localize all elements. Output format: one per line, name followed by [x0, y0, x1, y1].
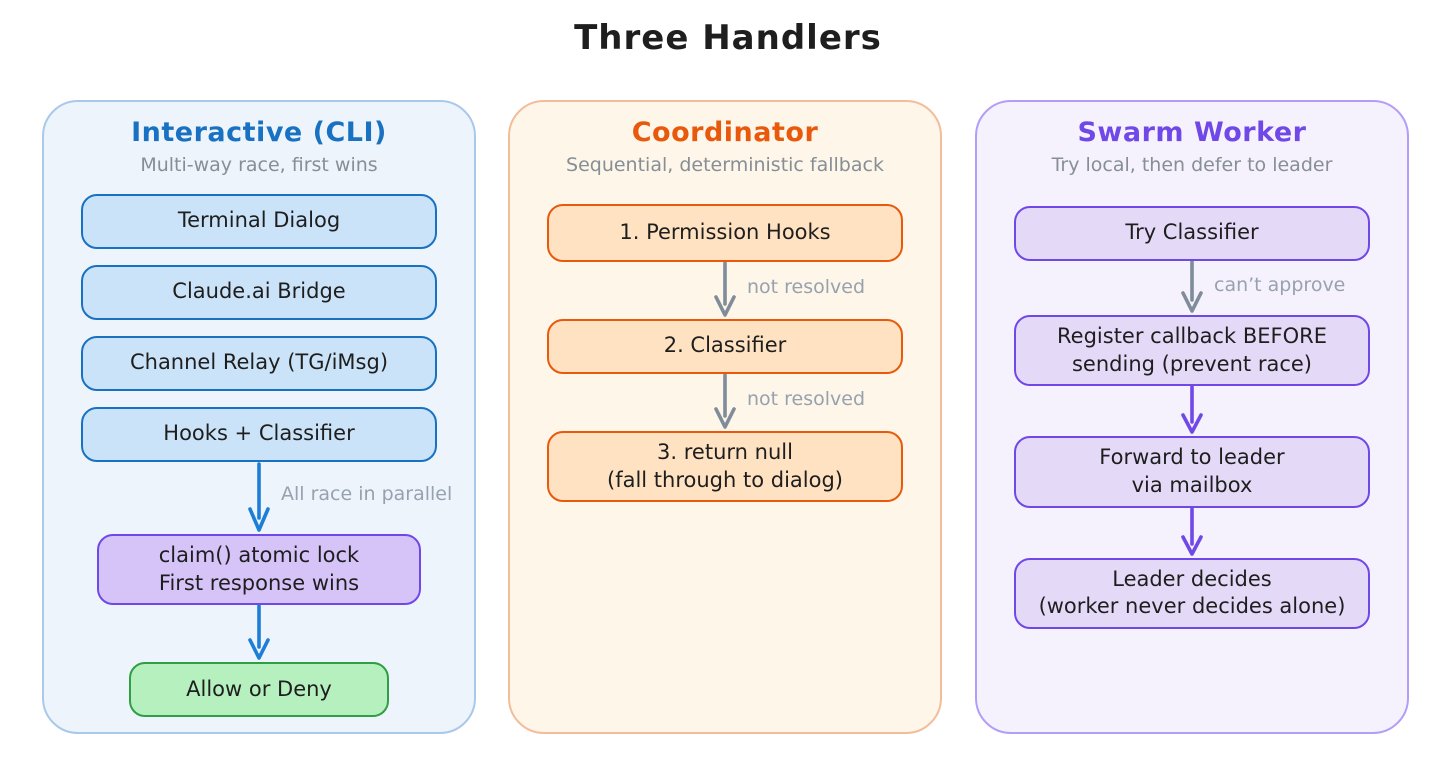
node-classifier: 2. Classifier: [547, 318, 903, 374]
node-return-null: 3. return null (fall through to dialog): [547, 430, 903, 503]
panel-swarm-worker: Swarm Worker Try local, then defer to le…: [975, 100, 1409, 734]
node-terminal-dialog: Terminal Dialog: [81, 193, 437, 249]
arrow-down-icon: [714, 373, 736, 429]
arrow-down-icon: [1181, 260, 1203, 313]
flow-arrow-down: not resolved: [710, 261, 865, 319]
arrow-down-icon: [1181, 386, 1203, 435]
diagram-title: Three Handlers: [574, 18, 882, 58]
flow-arrow-down: can’t approve: [1177, 260, 1345, 315]
arrow-label: can’t approve: [1214, 274, 1346, 297]
node-forward-to-leader: Forward to leader via mailbox: [1014, 436, 1370, 508]
flow-arrow-down: [1177, 507, 1207, 558]
node-allow-or-deny: Allow or Deny: [129, 662, 389, 718]
flow-nodes: Try Classifier can’t approve Register ca…: [1014, 205, 1370, 630]
arrow-down-icon: [714, 261, 736, 317]
flow-nodes: 1. Permission Hooks not resolved 2. Clas…: [547, 203, 903, 503]
node-leader-decides: Leader decides (worker never decides alo…: [1014, 557, 1370, 630]
node-hooks-classifier: Hooks + Classifier: [81, 406, 437, 462]
flow-arrow-down: [1177, 386, 1207, 436]
arrow-label: All race in parallel: [281, 483, 453, 506]
node-channel-relay: Channel Relay (TG/iMsg): [81, 335, 437, 391]
panel-subtitle: Try local, then defer to leader: [1051, 154, 1333, 177]
arrow-label: not resolved: [747, 388, 866, 411]
panel-coordinator: Coordinator Sequential, deterministic fa…: [508, 100, 942, 734]
panel-title: Interactive (CLI): [131, 117, 387, 148]
flow-arrow-down: All race in parallel: [244, 462, 452, 534]
arrow-down-icon: [248, 462, 270, 532]
node-try-classifier: Try Classifier: [1014, 205, 1370, 261]
node-claim-atomic-lock: claim() atomic lock First response wins: [97, 533, 421, 606]
panel-title: Swarm Worker: [1077, 117, 1307, 148]
arrow-down-icon: [1181, 507, 1203, 556]
arrow-label: not resolved: [747, 276, 866, 299]
node-claude-ai-bridge: Claude.ai Bridge: [81, 264, 437, 320]
flow-arrow-down: [244, 605, 274, 662]
panel-subtitle: Multi-way race, first wins: [140, 154, 378, 177]
panel-title: Coordinator: [631, 117, 819, 148]
node-register-callback: Register callback BEFORE sending (preven…: [1014, 314, 1370, 387]
panel-subtitle: Sequential, deterministic fallback: [566, 154, 884, 177]
panel-interactive-cli: Interactive (CLI) Multi-way race, first …: [42, 100, 476, 734]
flow-arrow-down: not resolved: [710, 373, 865, 431]
node-permission-hooks: 1. Permission Hooks: [547, 203, 903, 262]
arrow-down-icon: [248, 605, 270, 661]
flow-nodes: Terminal Dialog Claude.ai Bridge Channel…: [81, 193, 452, 718]
